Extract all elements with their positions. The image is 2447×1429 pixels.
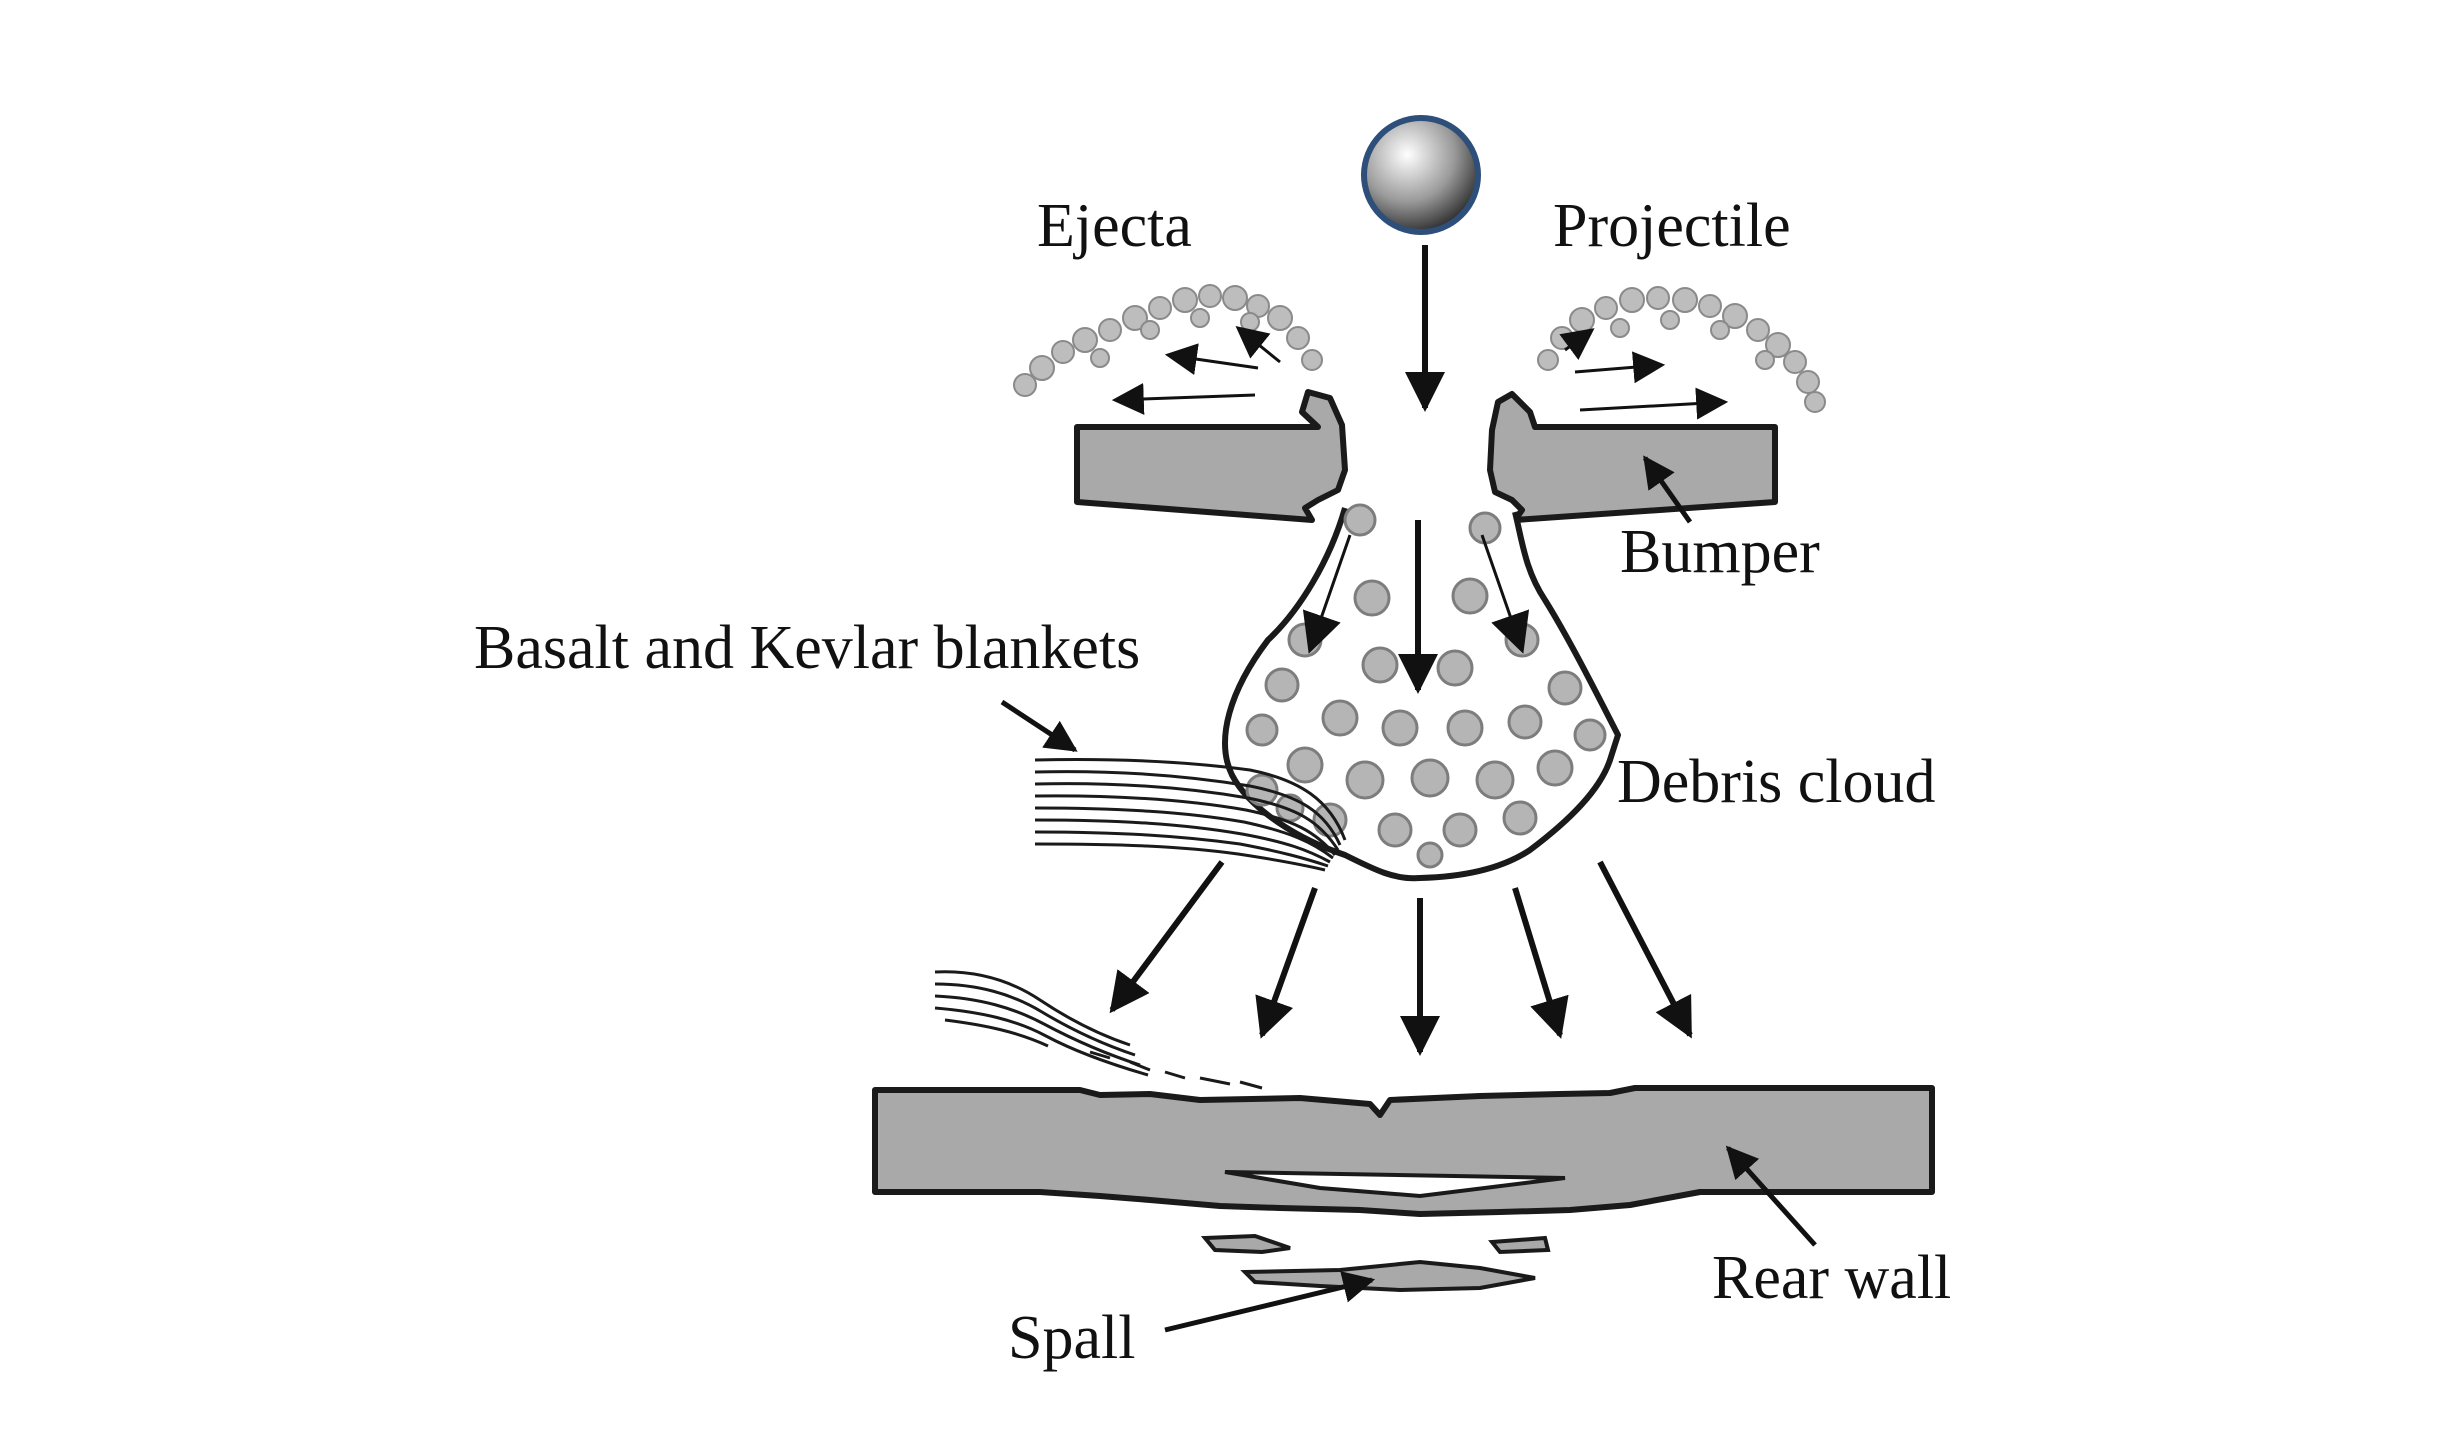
label-projectile: Projectile	[1553, 192, 1791, 260]
blankets-pointer-arrow	[1000, 699, 1078, 753]
blanket-layers	[1034, 758, 1347, 872]
label-spall: Spall	[1008, 1304, 1135, 1372]
rear-wall-crater	[1224, 1170, 1566, 1199]
label-ejecta: Ejecta	[1037, 192, 1192, 260]
label-debris-cloud: Debris cloud	[1617, 748, 1936, 816]
debris-cloud-arrows	[1302, 520, 1530, 694]
ejecta-particles-left	[1013, 284, 1323, 397]
spall-pointer-arrow	[1164, 1271, 1376, 1333]
label-bumper: Bumper	[1620, 518, 1820, 586]
rear-wall-pointer-arrow	[1725, 1145, 1817, 1247]
bumper-plate-right	[1487, 391, 1778, 523]
rear-wall-plate	[872, 1085, 1935, 1217]
blanket-fragments	[934, 970, 1263, 1090]
spall-fragments	[1200, 1233, 1551, 1293]
ejecta-arrows	[1111, 325, 1729, 420]
debris-cloud-fragments	[1245, 503, 1607, 869]
ejecta-particles-right	[1537, 286, 1826, 413]
label-blankets: Basalt and Kevlar blankets	[474, 614, 1140, 682]
debris-impact-arrows	[1109, 860, 1693, 1056]
label-rear-wall: Rear wall	[1712, 1244, 1951, 1312]
bumper-plate-left	[1074, 389, 1348, 523]
bumper-pointer-arrow	[1642, 455, 1693, 524]
projectile-sphere	[1361, 115, 1481, 235]
